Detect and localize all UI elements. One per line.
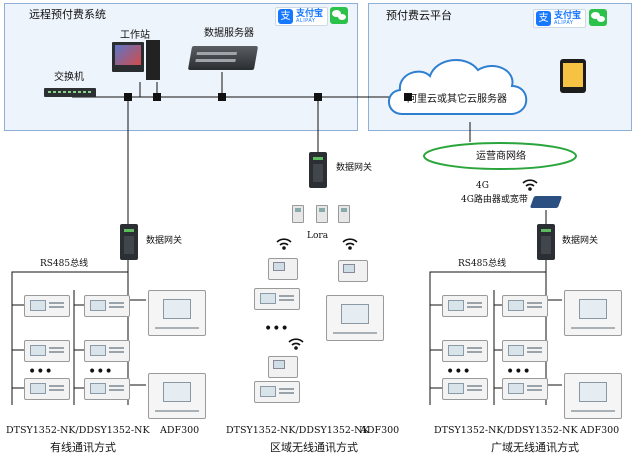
left-caption: 有线通讯方式	[50, 441, 116, 454]
switch-label: 交换机	[54, 72, 84, 83]
gateway-icon	[309, 152, 327, 188]
meter-icon	[84, 378, 130, 400]
meter-icon	[24, 295, 70, 317]
middle-caption: 区域无线通讯方式	[270, 441, 358, 454]
wifi-icon	[288, 338, 304, 350]
adf300-icon	[564, 373, 622, 419]
meter-icon	[442, 295, 488, 317]
adf300-icon	[148, 373, 206, 419]
gateway-icon	[537, 224, 555, 260]
meter-icon	[268, 356, 298, 378]
left-adf-label: ADF300	[160, 425, 200, 436]
cloud-platform-title: 预付费云平台	[386, 9, 452, 22]
meter-icon	[268, 258, 298, 280]
meter-icon	[84, 295, 130, 317]
meter-icon	[442, 378, 488, 400]
right-adf-label: ADF300	[580, 425, 620, 436]
middle-models-label: DTSY1352-NK/DDSY1352-NK	[226, 425, 370, 436]
meter-icon	[502, 378, 548, 400]
data-server-label: 数据服务器	[204, 28, 254, 39]
server-icon	[187, 46, 259, 70]
lora-node-icon	[292, 205, 304, 223]
gateway-left-label: 数据网关	[146, 236, 183, 246]
tablet-icon	[560, 59, 586, 93]
right-models-label: DTSY1352-NK/DDSY1352-NK	[434, 425, 578, 436]
meter-icon	[254, 288, 300, 310]
left-dots-b: •••	[88, 364, 113, 380]
carrier-network-label: 运营商网络	[476, 151, 526, 162]
lora-label: Lora	[307, 231, 329, 241]
left-models-label: DTSY1352-NK/DDSY1352-NK	[6, 425, 150, 436]
wifi-icon	[342, 238, 358, 250]
right-dots-b: •••	[506, 364, 531, 380]
rs485-left-label: RS485总线	[40, 259, 89, 269]
router-icon	[529, 196, 563, 208]
adf300-icon	[564, 290, 622, 336]
workstation-tower	[146, 40, 160, 80]
gateway-middle-label: 数据网关	[336, 163, 373, 173]
meter-icon	[24, 378, 70, 400]
carrier-network-ellipse	[423, 142, 577, 170]
meter-icon	[338, 260, 368, 282]
workstation-label: 工作站	[120, 30, 150, 41]
wifi-icon	[522, 179, 538, 191]
adf300-icon	[326, 295, 384, 341]
wifi-icon	[276, 238, 292, 250]
left-dots-a: •••	[28, 364, 53, 380]
meter-icon	[24, 340, 70, 362]
cloud-icon	[388, 58, 528, 115]
router-label: 4G路由器或宽带	[461, 195, 528, 205]
meter-icon	[442, 340, 488, 362]
meter-icon	[84, 340, 130, 362]
remote-system-title: 远程预付费系统	[29, 8, 106, 21]
wechat-icon	[589, 9, 607, 26]
lora-node-icon	[338, 205, 350, 223]
adf300-icon	[148, 290, 206, 336]
rs485-right-label: RS485总线	[458, 259, 507, 269]
gateway-right-label: 数据网关	[562, 236, 599, 246]
fourg-label: 4G	[476, 181, 489, 191]
cloud-label: 阿里云或其它云服务器	[407, 94, 507, 105]
lora-node-icon	[316, 205, 328, 223]
gateway-icon	[120, 224, 138, 260]
meter-icon	[254, 381, 300, 403]
workstation-icon	[112, 42, 144, 72]
right-caption: 广域无线通讯方式	[491, 441, 579, 454]
switch-icon	[44, 88, 96, 97]
wechat-icon	[330, 7, 348, 24]
right-dots-a: •••	[446, 364, 471, 380]
meter-icon	[502, 340, 548, 362]
middle-adf-label: ADF300	[360, 425, 400, 436]
meter-icon	[502, 295, 548, 317]
middle-dots: •••	[264, 321, 289, 337]
